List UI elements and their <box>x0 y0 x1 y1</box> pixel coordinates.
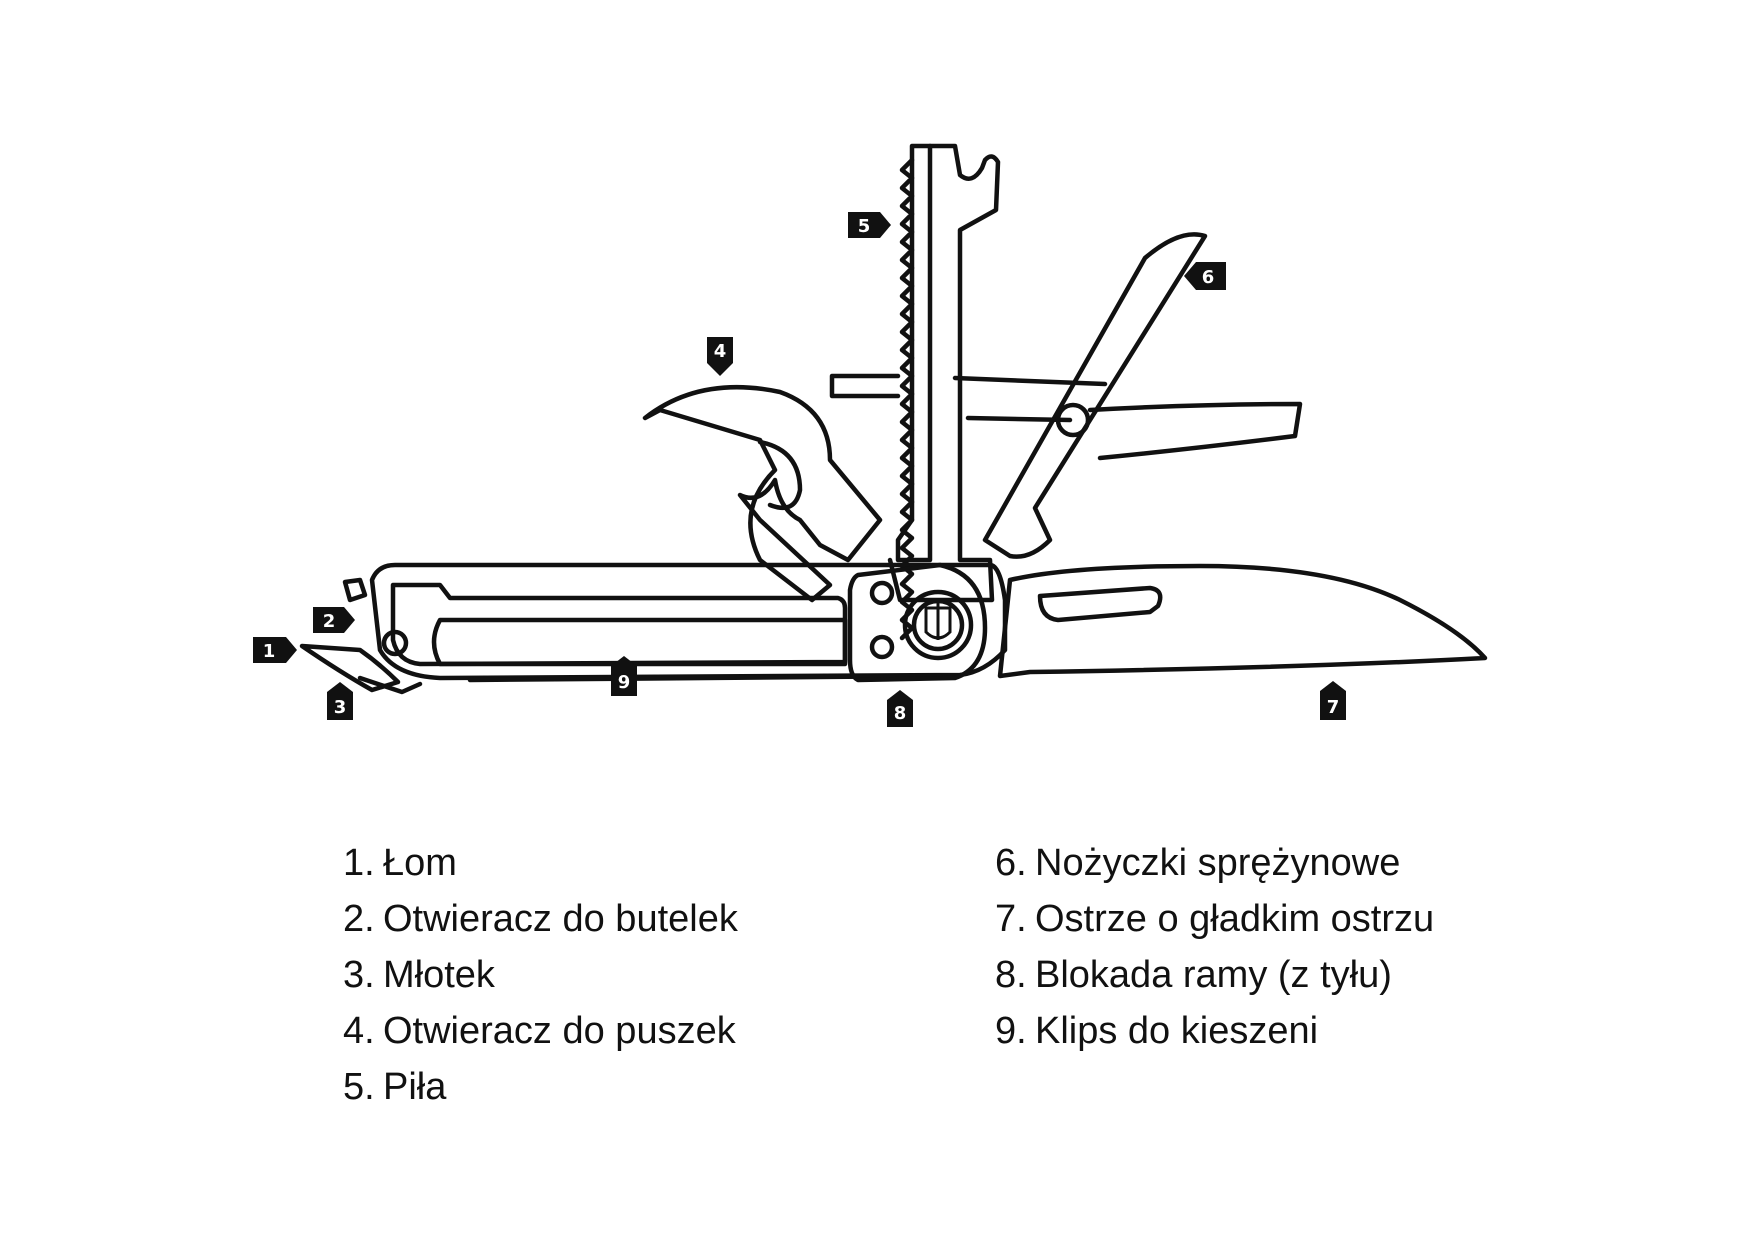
callout-tag-9: 9 <box>611 656 637 696</box>
callout-number-3: 3 <box>334 697 347 718</box>
handle-outer <box>369 562 1008 681</box>
legend-number: 9. <box>995 1010 1027 1052</box>
callout-number-4: 4 <box>714 341 727 362</box>
scissors-spring <box>952 375 1108 423</box>
callout-number-1: 1 <box>263 641 276 662</box>
legend-item: 6. Nożyczki sprężynowe <box>995 842 1434 898</box>
callout-number-8: 8 <box>894 703 907 724</box>
callout-number-5: 5 <box>858 216 871 237</box>
knife-blade-slot <box>1037 585 1163 623</box>
legend-number: 8. <box>995 954 1027 996</box>
legend-item: 3. Młotek <box>343 954 738 1010</box>
legend-item: 1. Łom <box>343 842 738 898</box>
brand-shield-icon <box>924 600 952 640</box>
legend-label: Młotek <box>383 954 495 996</box>
legend-label: Nożyczki sprężynowe <box>1035 842 1401 884</box>
legend-number: 6. <box>995 842 1027 884</box>
callout-number-6: 6 <box>1202 267 1215 288</box>
frame-lock-pivot <box>902 589 974 661</box>
callout-tag-2: 2 <box>313 607 355 633</box>
legend-label: Łom <box>383 842 457 884</box>
callout-number-9: 9 <box>618 672 631 693</box>
legend-number: 3. <box>343 954 375 996</box>
legend-number: 2. <box>343 898 375 940</box>
legend-label: Klips do kieszeni <box>1035 1010 1319 1052</box>
clip-bar <box>467 673 943 683</box>
pocket-clip <box>431 617 848 667</box>
callout-number-2: 2 <box>323 611 336 632</box>
handle-inner-track <box>390 582 848 667</box>
screw-top <box>869 580 895 606</box>
can-opener-hook <box>757 439 803 511</box>
hammer-face <box>357 675 423 695</box>
scissors-blade-lower <box>1087 401 1303 461</box>
callout-number-7: 7 <box>1327 697 1340 718</box>
scissors-blade-upper <box>982 232 1208 559</box>
legend-label: Piła <box>383 1066 447 1108</box>
legend-left-column: 1. Łom 2. Otwieracz do butelek 3. Młotek… <box>343 842 738 1122</box>
screw-bottom <box>869 634 895 660</box>
file-tool <box>887 143 1001 603</box>
saw-notch <box>829 373 901 399</box>
legend-item: 2. Otwieracz do butelek <box>343 898 738 954</box>
legend-label: Ostrze o gładkim ostrzu <box>1035 898 1435 940</box>
can-opener <box>642 384 883 603</box>
callout-tag-1: 1 <box>253 637 297 663</box>
saw-teeth <box>899 157 915 641</box>
pry-bar-tip <box>299 643 401 693</box>
knife-blade <box>997 563 1488 679</box>
legend-item: 7. Ostrze o gładkim ostrzu <box>995 898 1434 954</box>
multitool-diagram: 1 2 3 4 5 6 7 8 9 <box>253 143 1488 727</box>
legend-item: 5. Piła <box>343 1066 738 1122</box>
callout-tag-3: 3 <box>327 682 353 720</box>
callout-tag-8: 8 <box>887 690 913 727</box>
legend-item: 4. Otwieracz do puszek <box>343 1010 738 1066</box>
legend-label: Blokada ramy (z tyłu) <box>1035 954 1392 996</box>
screw-rear <box>381 629 409 657</box>
legend-item: 8. Blokada ramy (z tyłu) <box>995 954 1434 1010</box>
legend-label: Otwieracz do puszek <box>383 1010 736 1052</box>
scissors-pivot <box>1055 402 1091 438</box>
legend-item: 9. Klips do kieszeni <box>995 1010 1434 1066</box>
callout-tag-5: 5 <box>848 212 891 238</box>
legend-number: 5. <box>343 1066 375 1108</box>
legend-number: 1. <box>343 842 375 884</box>
callout-tag-6: 6 <box>1184 262 1226 290</box>
legend-number: 7. <box>995 898 1027 940</box>
callout-tag-7: 7 <box>1320 681 1346 720</box>
legend-number: 4. <box>343 1010 375 1052</box>
callout-tag-4: 4 <box>707 337 733 376</box>
bottle-opener <box>342 577 368 603</box>
pivot-housing <box>847 562 988 683</box>
legend-right-column: 6. Nożyczki sprężynowe 7. Ostrze o gładk… <box>995 842 1434 1066</box>
legend-label: Otwieracz do butelek <box>383 898 738 940</box>
